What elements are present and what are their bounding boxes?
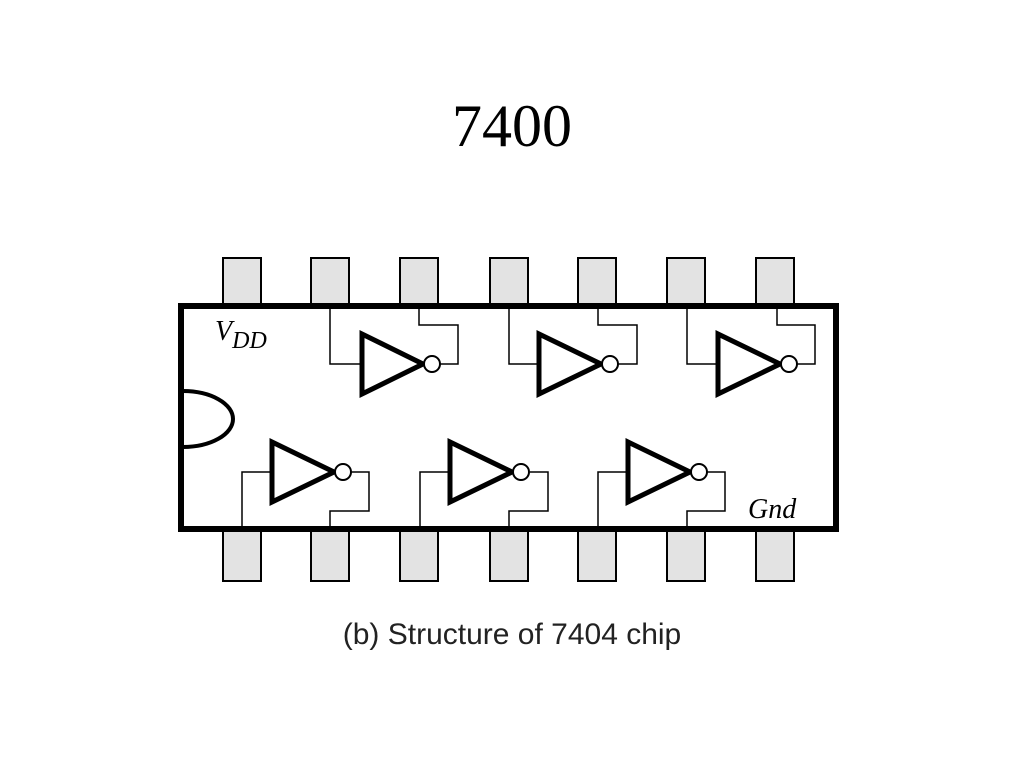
pin-13 xyxy=(310,257,350,307)
inverter-6 xyxy=(597,438,726,526)
pin-7 xyxy=(755,528,795,582)
pin-9 xyxy=(666,257,706,307)
figure-caption: (b) Structure of 7404 chip xyxy=(342,618,682,651)
orientation-notch xyxy=(182,389,235,449)
inverter-1 xyxy=(329,309,459,399)
gnd-label: Gnd xyxy=(748,494,797,525)
pin-3 xyxy=(399,528,439,582)
inverter-4 xyxy=(241,438,370,526)
vdd-label: VDD xyxy=(215,316,267,354)
pin-10 xyxy=(577,257,617,307)
inverter-5 xyxy=(419,438,549,526)
inverter-3 xyxy=(686,309,816,398)
pin-4 xyxy=(489,528,529,582)
pin-6 xyxy=(666,528,706,582)
pin-12 xyxy=(399,257,439,307)
slide-title: 7400 xyxy=(452,93,572,159)
top-pins xyxy=(222,257,795,307)
pin-14 xyxy=(222,257,262,307)
vdd-label-main: V xyxy=(215,316,235,347)
pin-8 xyxy=(755,257,795,307)
pin-11 xyxy=(489,257,529,307)
inverter-2 xyxy=(508,309,638,398)
vdd-label-subscript: DD xyxy=(231,328,267,354)
bottom-pins xyxy=(222,528,795,582)
pin-5 xyxy=(577,528,617,582)
pin-2 xyxy=(310,528,350,582)
pin-1 xyxy=(222,528,262,582)
